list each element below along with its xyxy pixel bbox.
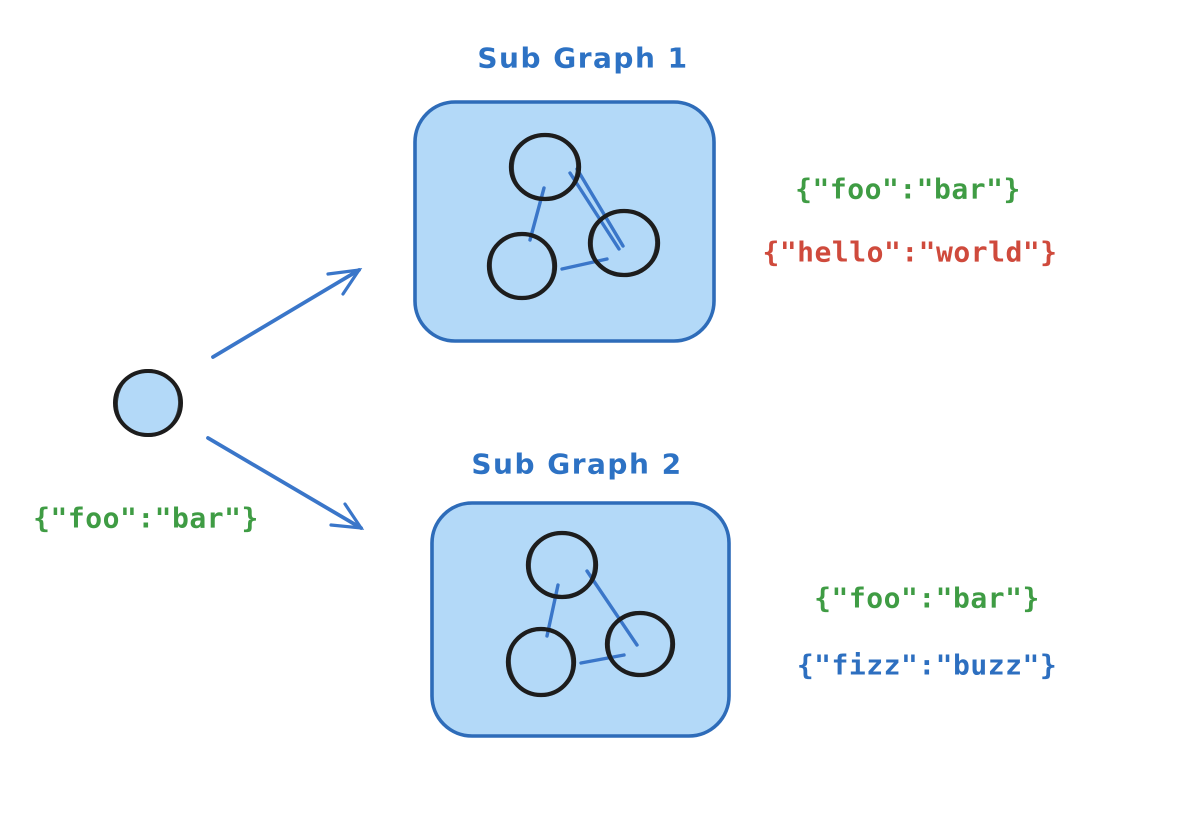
subgraph-2-rect bbox=[430, 501, 731, 738]
subgraph-2-node-right bbox=[604, 610, 676, 678]
subgraph-2-edge-bottom bbox=[579, 653, 626, 665]
subgraph-2-node-bottom-left-sketch bbox=[508, 627, 574, 697]
arrow-to-subgraph-2 bbox=[206, 436, 365, 530]
subgraph-2-output-fizz-buzz: {"fizz":"buzz"} bbox=[796, 648, 1058, 682]
subgraph-2-node-right-sketch bbox=[607, 611, 673, 677]
arrow-to-subgraph-1-shaft bbox=[211, 268, 361, 359]
subgraph-1-output-hello-world: {"hello":"world"} bbox=[762, 235, 1058, 269]
subgraph-1-rect bbox=[413, 100, 716, 343]
subgraph-2-box bbox=[430, 501, 731, 738]
subgraph-2-title: Sub Graph 2 bbox=[471, 447, 683, 481]
subgraph-1-edge-bottom bbox=[560, 257, 609, 271]
subgraph-2-node-top-sketch bbox=[528, 531, 596, 599]
arrow-to-subgraph-1-head bbox=[326, 267, 363, 296]
arrow-to-subgraph-2-head bbox=[329, 502, 365, 530]
subgraph-1-edge-top-left bbox=[528, 186, 546, 242]
subgraph-1-node-top bbox=[508, 132, 582, 202]
subgraph-1-node-right-sketch bbox=[590, 209, 658, 277]
subgraph-1-edge-top-right-a bbox=[568, 171, 621, 251]
subgraph-1-node-bottom-left-sketch bbox=[489, 232, 555, 300]
subgraph-1-node-top-sketch bbox=[511, 133, 579, 201]
subgraph-2-node-top bbox=[525, 530, 599, 600]
subgraph-1-edge-top-right-b bbox=[575, 167, 625, 248]
root-node bbox=[113, 369, 183, 437]
subgraph-1-title: Sub Graph 1 bbox=[477, 41, 689, 75]
subgraph-1-box bbox=[413, 100, 716, 343]
subgraph-1-node-right bbox=[587, 208, 661, 278]
subgraph-2-edge-top-left bbox=[545, 583, 560, 638]
root-node-circle-sketch bbox=[115, 369, 181, 437]
subgraph-2-output-foo-bar: {"foo":"bar"} bbox=[814, 581, 1040, 615]
root-state-label: {"foo":"bar"} bbox=[33, 501, 259, 535]
arrow-to-subgraph-1 bbox=[211, 267, 363, 359]
subgraph-2-edge-top-right bbox=[585, 569, 639, 647]
arrow-to-subgraph-2-shaft bbox=[206, 436, 363, 530]
subgraph-1-output-foo-bar: {"foo":"bar"} bbox=[795, 172, 1021, 206]
